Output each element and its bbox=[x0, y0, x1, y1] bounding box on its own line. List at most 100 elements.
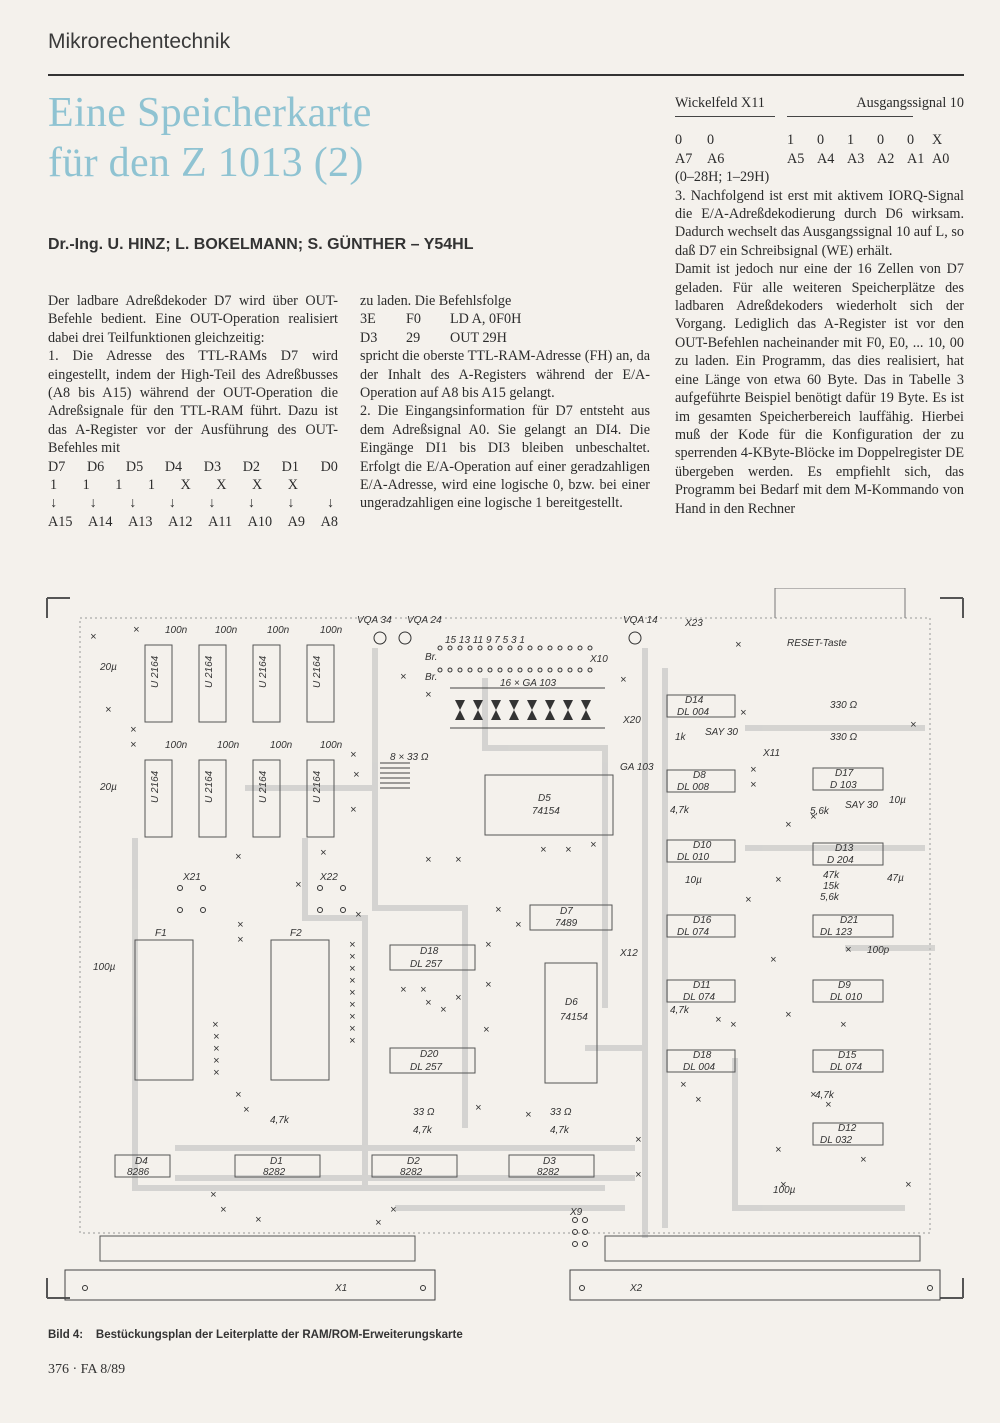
resistor-label: 1k bbox=[675, 732, 687, 743]
svg-text:×: × bbox=[620, 674, 626, 686]
svg-text:×: × bbox=[635, 1134, 641, 1146]
connector-label: X1 bbox=[334, 1283, 347, 1294]
chip-label: D4 bbox=[135, 1156, 148, 1167]
svg-text:×: × bbox=[515, 919, 521, 931]
resistor-label: 4,7k bbox=[413, 1125, 433, 1136]
chip-type: DL 074 bbox=[830, 1062, 863, 1073]
svg-text:×: × bbox=[845, 944, 851, 956]
svg-text:×: × bbox=[780, 1179, 786, 1191]
arrow-icon: ↓ bbox=[287, 495, 295, 512]
cell: D1 bbox=[281, 458, 299, 475]
paragraph: 2. Die Eingangsinformation für D7 entste… bbox=[360, 403, 650, 512]
cell: A2 bbox=[877, 150, 895, 167]
eprom-f2 bbox=[270, 939, 330, 1081]
cell: 1 bbox=[787, 132, 795, 149]
chip-d12 bbox=[812, 1122, 884, 1146]
cell: D7 bbox=[48, 458, 66, 475]
eprom-f1 bbox=[134, 939, 194, 1081]
cap-label: 100µ bbox=[93, 962, 116, 973]
cell: A7 bbox=[675, 150, 693, 167]
diode-symbols bbox=[455, 700, 591, 720]
svg-text:×: × bbox=[455, 854, 461, 866]
svg-text:×: × bbox=[525, 1109, 531, 1121]
ram-label: U 2164 bbox=[150, 770, 161, 803]
cell: D5 bbox=[125, 458, 144, 475]
svg-text:×: × bbox=[810, 811, 816, 823]
cell: A8 bbox=[320, 513, 338, 530]
chip-type: 8282 bbox=[400, 1167, 423, 1178]
svg-text:×: × bbox=[237, 919, 243, 931]
svg-text:×: × bbox=[390, 1204, 396, 1216]
cell: 1 bbox=[847, 132, 855, 149]
cap-label: 100p bbox=[867, 945, 890, 956]
svg-text:×: × bbox=[425, 997, 431, 1009]
led-label: VQA 14 bbox=[623, 615, 658, 626]
svg-text:×: × bbox=[745, 894, 751, 906]
svg-text:×: × bbox=[353, 769, 359, 781]
chip-type: 74154 bbox=[532, 806, 560, 817]
caption-prefix: Bild 4: bbox=[48, 1329, 84, 1341]
svg-text:×: × bbox=[130, 739, 136, 751]
svg-text:×: × bbox=[825, 1099, 831, 1111]
chip-type: DL 123 bbox=[820, 927, 853, 938]
cell: X bbox=[251, 477, 263, 494]
chip-d15 bbox=[812, 1049, 884, 1073]
chip-type: DL 010 bbox=[830, 992, 863, 1003]
connector-label: X10 bbox=[589, 654, 608, 665]
ram-chip bbox=[144, 759, 173, 838]
cap-label: 20µ bbox=[99, 782, 117, 793]
chip-type: DL 074 bbox=[683, 992, 716, 1003]
svg-text:×: × bbox=[750, 764, 756, 776]
range-text: (0–28H; 1–29H) bbox=[675, 169, 770, 186]
cell: A4 bbox=[817, 150, 835, 167]
chip-label: D11 bbox=[693, 980, 711, 991]
svg-text:×: × bbox=[730, 1019, 736, 1031]
chip-d8 bbox=[666, 769, 736, 793]
cell: A3 bbox=[847, 150, 865, 167]
svg-text:×: × bbox=[295, 879, 301, 891]
chip-type: D 103 bbox=[830, 780, 857, 791]
svg-text:×: × bbox=[635, 1169, 641, 1181]
arrow-icon: ↓ bbox=[247, 495, 255, 512]
resistor-label: 330 Ω bbox=[830, 700, 857, 711]
cap-label: 100n bbox=[215, 625, 238, 636]
bridge-label: Br. bbox=[425, 652, 437, 663]
chip-label: D9 bbox=[838, 980, 851, 991]
diode-label: GA 103 bbox=[620, 762, 654, 773]
cell: 1 bbox=[82, 477, 90, 494]
svg-text:×: × bbox=[349, 975, 355, 987]
resistor-array-8x33 bbox=[380, 762, 410, 789]
chip-type: 8282 bbox=[537, 1167, 560, 1178]
connector-label: X23 bbox=[684, 618, 703, 629]
chip-type: DL 257 bbox=[410, 959, 443, 970]
traces bbox=[132, 648, 935, 1238]
svg-text:×: × bbox=[375, 1217, 381, 1229]
svg-text:×: × bbox=[243, 1104, 249, 1116]
caption-text: Bestückungsplan der Leiterplatte der RAM… bbox=[95, 1329, 463, 1341]
chip-label: F1 bbox=[155, 928, 167, 939]
via-marks: ××××× ××××× ××××× ××××× ××××× ××××× ××××… bbox=[90, 624, 916, 1229]
svg-text:×: × bbox=[540, 844, 546, 856]
cell: 0 bbox=[707, 132, 715, 149]
svg-text:×: × bbox=[210, 1189, 216, 1201]
resistor-label: 4,7k bbox=[550, 1125, 570, 1136]
connector-label: X12 bbox=[619, 948, 638, 959]
cell: 3E bbox=[360, 311, 376, 328]
pin-rows bbox=[82, 645, 933, 1291]
svg-text:×: × bbox=[420, 984, 426, 996]
pin-numbers: 15 13 11 9 7 5 3 1 bbox=[445, 635, 525, 646]
svg-text:×: × bbox=[770, 954, 776, 966]
chip-d11 bbox=[666, 979, 736, 1003]
frame-corner bbox=[940, 597, 964, 618]
connector-label: X11 bbox=[762, 748, 780, 759]
chip-d20 bbox=[389, 1047, 476, 1074]
chip-label: D2 bbox=[407, 1156, 420, 1167]
ram-label: U 2164 bbox=[150, 655, 161, 688]
cell: D4 bbox=[164, 458, 183, 475]
svg-text:×: × bbox=[910, 719, 916, 731]
connector-x2 bbox=[569, 1269, 941, 1301]
